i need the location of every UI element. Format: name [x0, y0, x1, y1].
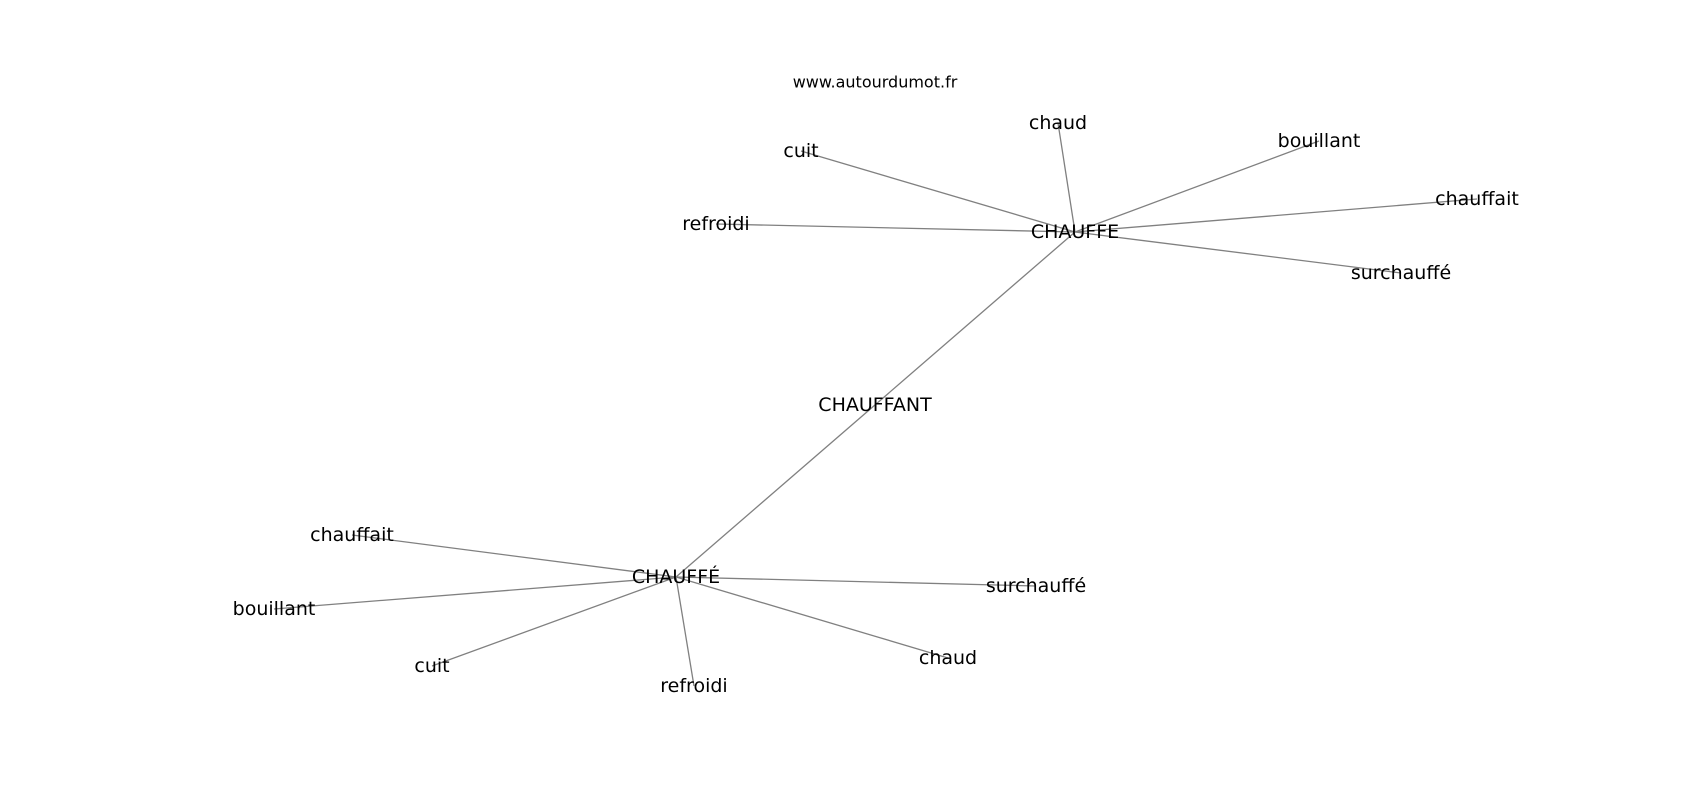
edge-hub_chauffe_accent-b_chaud	[675, 576, 949, 659]
node-chauffant[interactable]: CHAUFFANT	[818, 394, 932, 416]
edge-hub_chauffe_accent-b_cuit	[431, 576, 677, 667]
edge-hub_chauffe_accent-b_surchauffe	[675, 576, 1037, 587]
edge-hub_chauffe-a_chauffait	[1074, 198, 1478, 233]
site-watermark: www.autourdumot.fr	[793, 73, 958, 92]
node-surchauffe[interactable]: surchauffé	[1351, 262, 1451, 284]
node-chaud[interactable]: chaud	[919, 647, 977, 669]
node-bouillant[interactable]: bouillant	[233, 598, 316, 620]
node-chauffe-accent[interactable]: CHAUFFÉ	[632, 565, 720, 588]
edge-hub_chauffe-a_bouillant	[1074, 140, 1320, 233]
edge-hub_chauffe_accent-b_refroidi	[675, 576, 695, 687]
edge-hub_chauffe-hub_chauffe_accent	[675, 231, 1076, 578]
edge-hub_chauffe_accent-b_bouillant	[273, 576, 677, 610]
edge-hub_chauffe-a_refroidi	[715, 223, 1076, 233]
edge-hub_chauffe_accent-b_chauffait	[351, 534, 677, 578]
node-chaud[interactable]: chaud	[1029, 112, 1087, 134]
edges-layer	[273, 122, 1478, 687]
node-chauffe[interactable]: CHAUFFE	[1031, 221, 1119, 243]
edge-hub_chauffe-a_cuit	[800, 150, 1076, 233]
edge-hub_chauffe-a_surchauffe	[1074, 231, 1402, 274]
node-refroidi[interactable]: refroidi	[660, 675, 727, 697]
node-cuit[interactable]: cuit	[783, 140, 818, 162]
node-bouillant[interactable]: bouillant	[1278, 130, 1361, 152]
node-cuit[interactable]: cuit	[414, 655, 449, 677]
node-surchauffe[interactable]: surchauffé	[986, 575, 1086, 597]
nodes-layer: www.autourdumot.fr CHAUFFANT CHAUFFE cha…	[233, 73, 1519, 698]
node-refroidi[interactable]: refroidi	[682, 213, 749, 235]
node-chauffait[interactable]: chauffait	[310, 524, 394, 546]
edge-hub_chauffe-a_chaud	[1057, 122, 1076, 233]
node-chauffait[interactable]: chauffait	[1435, 188, 1519, 210]
